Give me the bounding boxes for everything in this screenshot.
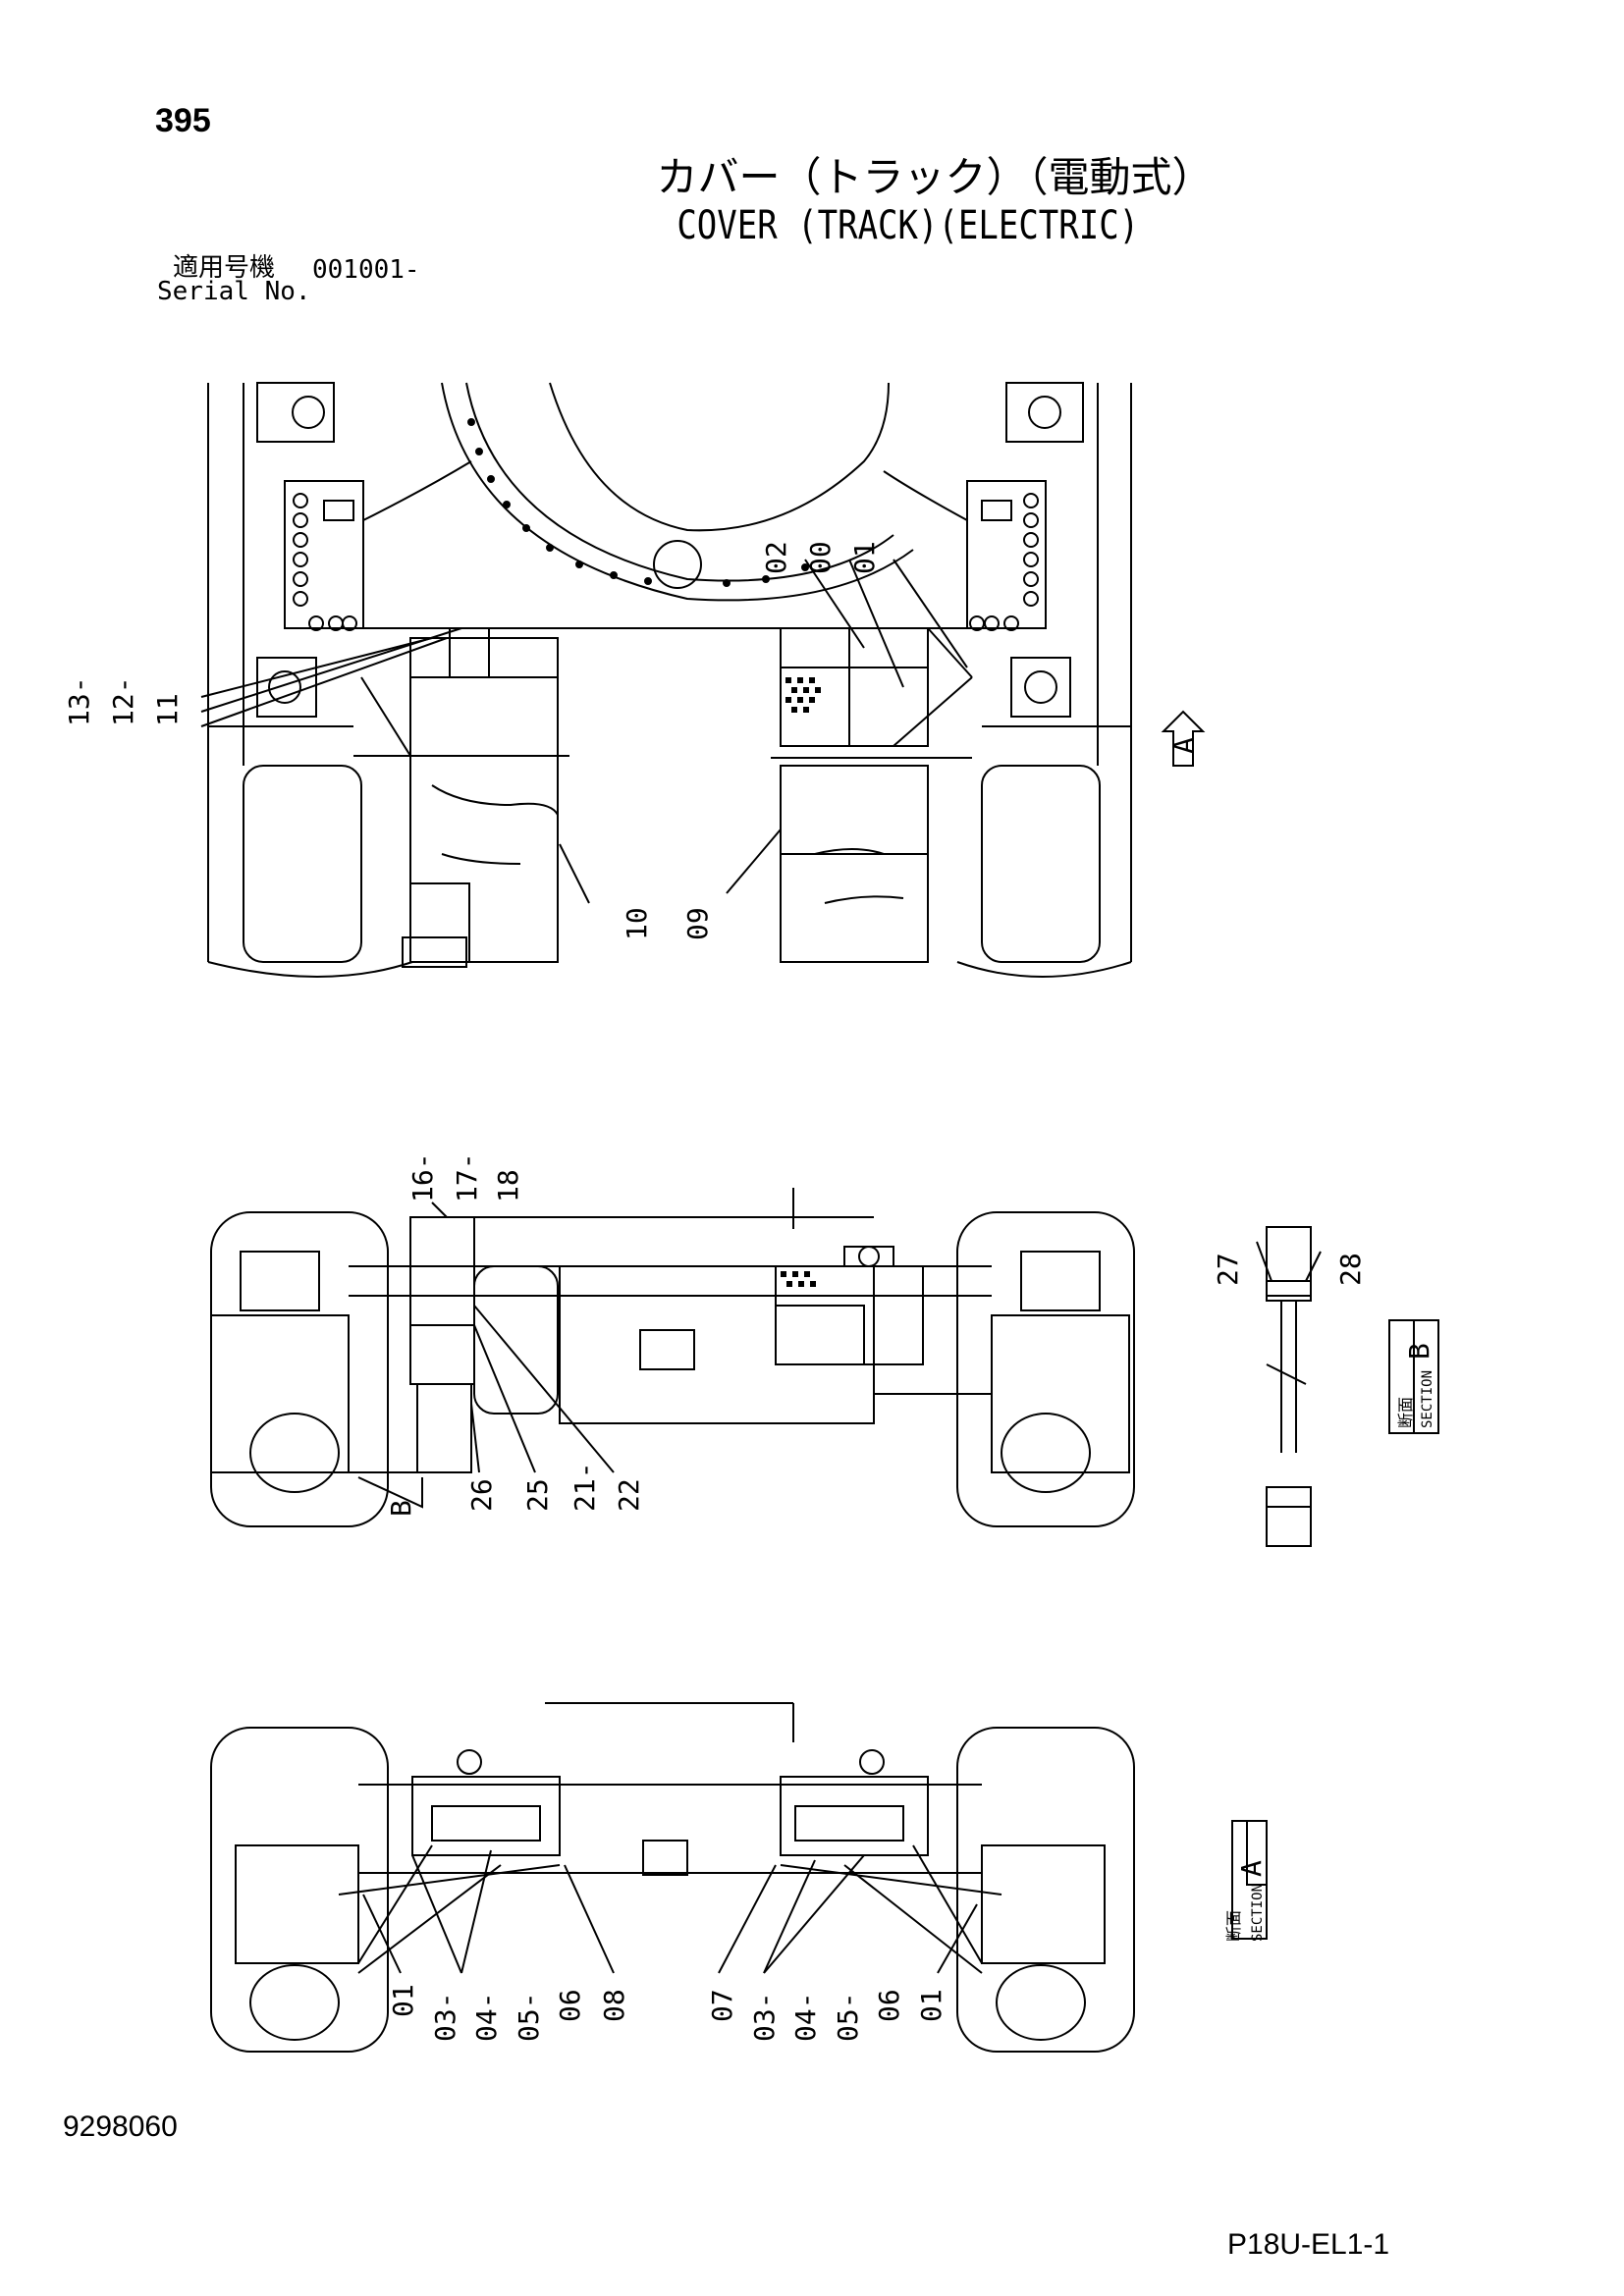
section-a-label-ja: 断面 xyxy=(1224,1910,1243,1942)
serial-value: 001001- xyxy=(312,255,420,285)
callout-01-right: 01 xyxy=(915,1989,947,2022)
callout-01: 01 xyxy=(848,541,881,574)
callout-09: 09 xyxy=(681,907,714,940)
bottom-view xyxy=(210,1702,1135,2053)
callout-03-right: 03- xyxy=(748,1992,781,2042)
motor-left xyxy=(338,1749,561,1974)
serial-label-english: Serial No. xyxy=(157,277,311,306)
callout-06-right: 06 xyxy=(873,1989,905,2022)
page-number: 395 xyxy=(155,102,211,139)
callout-18: 18 xyxy=(492,1169,524,1202)
callout-12: 12- xyxy=(107,676,139,726)
callout-10: 10 xyxy=(621,907,653,940)
motor-right xyxy=(780,1749,1002,1974)
callout-27: 27 xyxy=(1212,1253,1244,1286)
section-a-label-en: SECTION xyxy=(1250,1884,1266,1942)
section-a-letter: A xyxy=(1235,1860,1268,1877)
callout-26: 26 xyxy=(465,1478,498,1512)
view-arrow-a-label: A xyxy=(1167,737,1200,754)
sheet-id: P18U-EL1-1 xyxy=(1227,2228,1390,2261)
bearing-bolts xyxy=(467,418,809,587)
callout-08: 08 xyxy=(598,1989,630,2022)
callout-02: 02 xyxy=(760,541,792,574)
section-b-letter: B xyxy=(1403,1343,1435,1360)
callout-16: 16- xyxy=(406,1152,439,1202)
serial-label-japanese: 適用号機 xyxy=(173,253,276,283)
middle-view xyxy=(210,1188,1135,1527)
title-english: COVER (TRACK)(ELECTRIC) xyxy=(677,203,1140,248)
section-a-box xyxy=(1231,1820,1268,1940)
section-marker-b: B xyxy=(385,1500,417,1517)
vent-grille xyxy=(785,677,821,713)
cover-left-side-view xyxy=(344,1216,559,1473)
callout-04-right: 04- xyxy=(789,1992,822,2042)
callout-22: 22 xyxy=(613,1478,645,1512)
section-b-label-ja: 断面 xyxy=(1396,1397,1415,1428)
top-view xyxy=(200,382,1206,978)
callout-11: 11 xyxy=(151,693,184,726)
callout-17: 17- xyxy=(451,1152,483,1202)
bolt-holes-right xyxy=(969,493,1039,631)
document-number: 9298060 xyxy=(63,2110,178,2143)
cover-right-side-view xyxy=(775,1246,924,1365)
callout-05-right: 05- xyxy=(832,1992,864,2042)
callout-03-left: 03- xyxy=(429,1992,461,2042)
callout-04-left: 04- xyxy=(470,1992,503,2042)
callout-00: 00 xyxy=(804,541,837,574)
callout-13: 13- xyxy=(63,676,95,726)
callout-05-left: 05- xyxy=(513,1992,545,2042)
bolt-holes-left xyxy=(293,493,357,631)
callout-25: 25 xyxy=(521,1478,554,1512)
cover-right-top-view xyxy=(771,627,973,963)
section-b-detail xyxy=(1256,1226,1439,1547)
callout-01-left: 01 xyxy=(387,1984,419,2017)
callout-06-left: 06 xyxy=(554,1989,586,2022)
section-b-label-en: SECTION xyxy=(1420,1370,1435,1428)
callout-21: 21- xyxy=(568,1462,601,1512)
cover-left-top-view xyxy=(353,627,569,968)
callout-28: 28 xyxy=(1334,1253,1367,1286)
title-japanese: カバー（トラック）（電動式） xyxy=(656,153,1214,201)
callout-07: 07 xyxy=(706,1989,738,2022)
